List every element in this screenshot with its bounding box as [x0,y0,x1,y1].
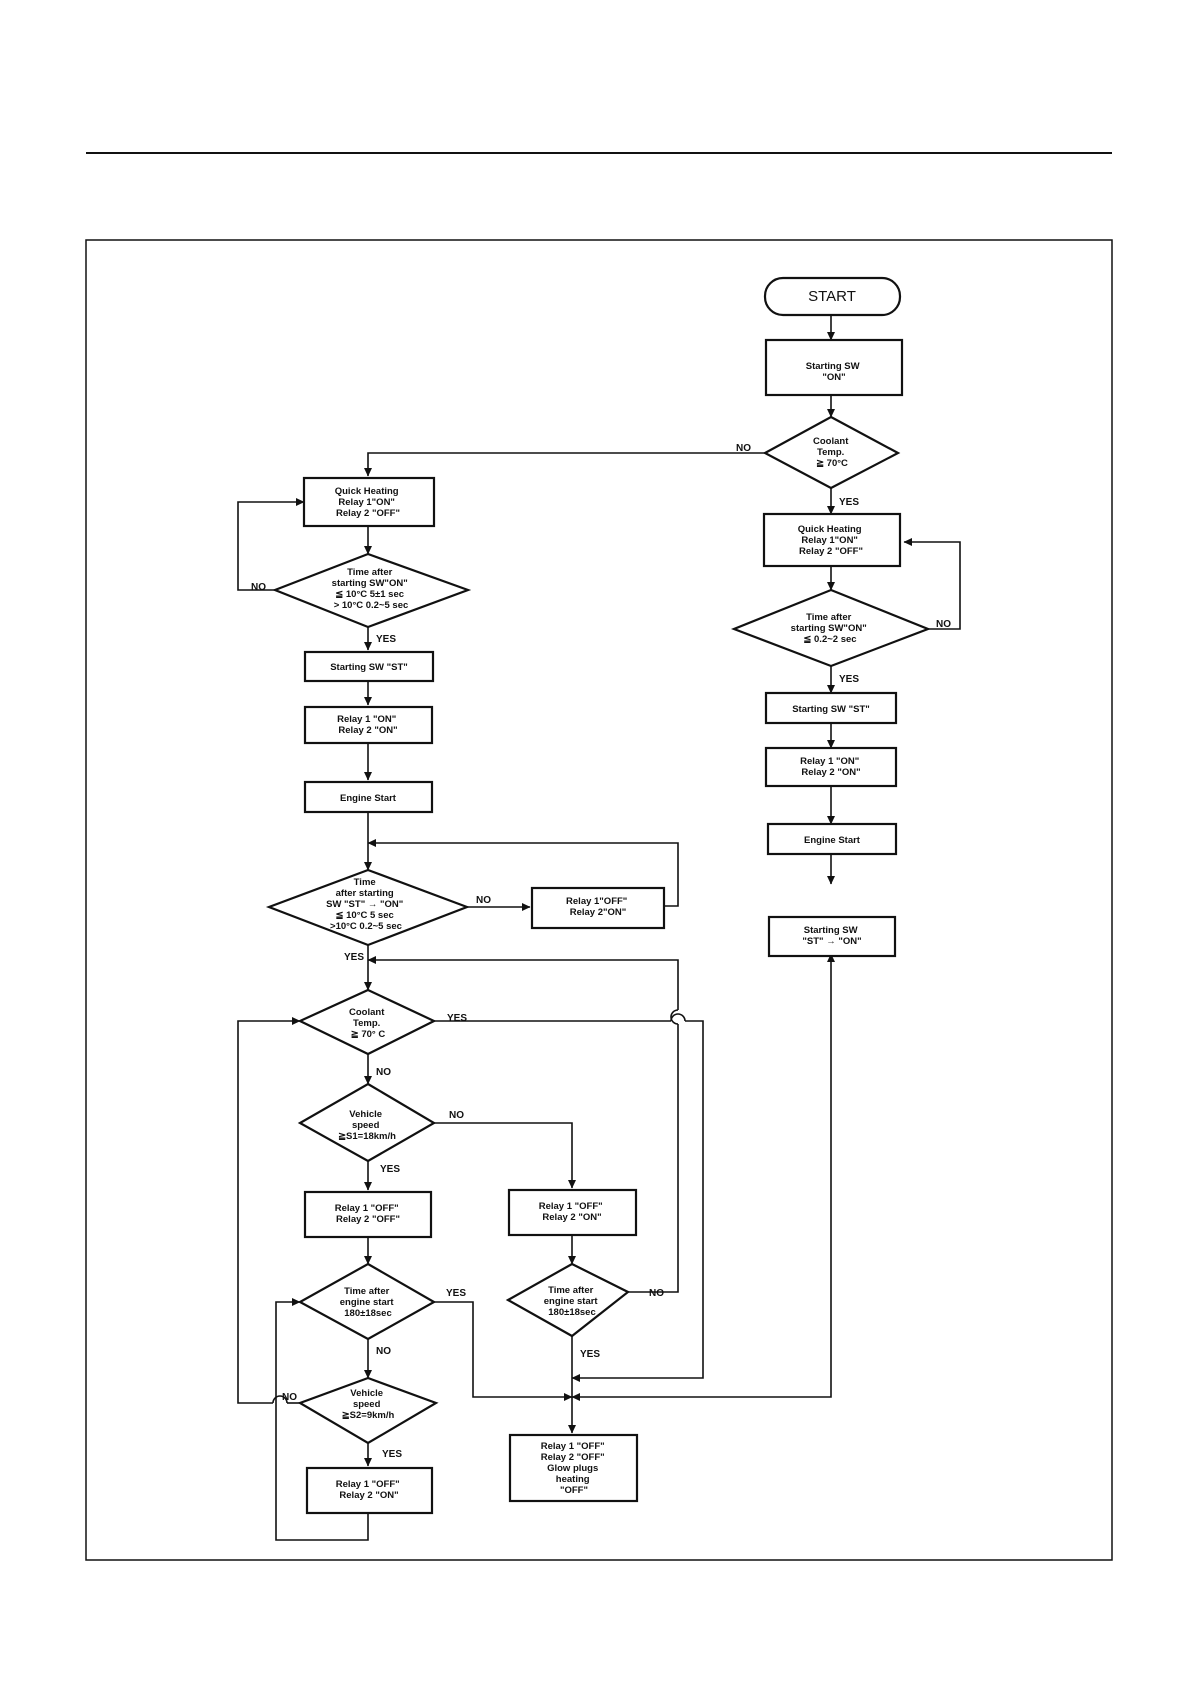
connector-lines [237,315,961,1541]
speed-s1-text: Vehicle speed ≧S1=18km/h [338,1109,396,1142]
label-yes: YES [380,1164,400,1175]
node-relay1-off-relay2-on-side [530,886,666,930]
label-yes: YES [344,952,364,963]
label-no: NO [282,1392,297,1403]
label-no: NO [936,619,951,630]
node-starting-sw-on [764,338,904,397]
relays-on-left-text: Relay 1 "ON" Relay 2 "ON" [337,714,399,736]
node-starting-sw-st-left [303,650,435,683]
label-yes: YES [376,634,396,645]
glow-plugs-off-text: Relay 1 "OFF" Relay 2 "OFF" Glow plugs h… [541,1441,608,1496]
node-quick-heating-right [762,512,902,568]
label-yes: YES [447,1013,467,1024]
label-no: NO [476,895,491,906]
decision-time-after-engine-start-mid [505,1262,631,1338]
decision-vehicle-speed-s1 [297,1082,437,1163]
flowchart-nodes [265,276,932,1515]
starting-sw-st-right-text: Starting SW "ST" [792,704,870,715]
node-glow-plugs-off [508,1433,639,1503]
node-relays-on-right [764,746,898,788]
coolant-left-text: Coolant Temp. ≧ 70° C [349,1007,387,1040]
time-right-text: Time after starting SW"ON" ≦ 0.2~2 sec [791,612,870,645]
label-no: NO [376,1067,391,1078]
node-relays-on-left [303,705,434,745]
relays-on-right-text: Relay 1 "ON" Relay 2 "ON" [800,756,862,778]
branch-labels: NO YES NO YES NO YES NO YES YES NO NO YE… [251,443,951,1460]
engine-start-right-text: Engine Start [804,835,861,846]
decision-vehicle-speed-s2 [297,1376,439,1445]
label-yes: YES [446,1288,466,1299]
start-terminal [763,276,902,317]
relay-off-on-mid-text: Relay 1 "OFF" Relay 2 "ON" [539,1201,606,1223]
speed-s2-text: Vehicle speed ≧S2=9km/h [342,1388,395,1421]
node-relay1-off-relay2-on-bottom [305,1466,434,1515]
quick-heating-right-text: Quick Heating Relay 1"ON" Relay 2 "OFF" [798,524,865,557]
decision-time-after-st-on [265,868,471,947]
decision-time-after-engine-start-left [297,1262,437,1341]
label-yes: YES [580,1349,600,1360]
node-relay1-off-relay2-on-mid [507,1188,638,1237]
time-st-on-text: Time after starting SW "ST" → "ON" ≦ 10°… [326,877,406,932]
decision-coolant-temp-right [762,415,901,490]
label-yes: YES [839,497,859,508]
node-engine-start-left [303,780,434,814]
starting-sw-on-text: Starting SW "ON" [806,361,862,383]
decision-time-after-sw-on-right [730,588,932,668]
node-texts: START Starting SW "ON" Coolant Temp. ≧ 7… [326,288,870,1501]
label-yes: YES [839,674,859,685]
relay-off-on-bottom-text: Relay 1 "OFF" Relay 2 "ON" [336,1479,403,1501]
label-no: NO [449,1110,464,1121]
label-no: NO [649,1288,664,1299]
relays-off-off-text: Relay 1 "OFF" Relay 2 "OFF" [335,1203,402,1225]
engine-start-left-text: Engine Start [340,793,397,804]
node-relays-off-off [303,1190,433,1239]
time-engine-mid-text: Time after engine start 180±18sec [544,1285,601,1318]
node-engine-start-right [766,822,898,856]
time-left-text: Time after starting SW"ON" ≦ 10°C 5±1 se… [332,567,411,611]
starting-sw-st-on-right-text: Starting SW "ST" → "ON" [802,925,861,947]
label-no: NO [251,582,266,593]
node-starting-sw-st-right [764,691,898,725]
label-yes: YES [382,1449,402,1460]
label-no: NO [376,1346,391,1357]
label-no: NO [736,443,751,454]
quick-heating-left-text: Quick Heating Relay 1"ON" Relay 2 "OFF" [335,486,402,519]
node-starting-sw-st-on-right [767,915,897,958]
decision-coolant-temp-left [297,988,437,1056]
starting-sw-st-left-text: Starting SW "ST" [330,662,408,673]
coolant-right-text: Coolant Temp. ≧ 70°C [813,436,851,469]
node-quick-heating-left [302,476,436,528]
diagram-frame [85,239,1113,1561]
relay-off-on-side-text: Relay 1"OFF" Relay 2"ON" [566,896,630,918]
time-engine-left-text: Time after engine start 180±18sec [340,1286,397,1319]
decision-time-after-sw-on-left [271,552,472,629]
start-label: START [808,288,856,305]
